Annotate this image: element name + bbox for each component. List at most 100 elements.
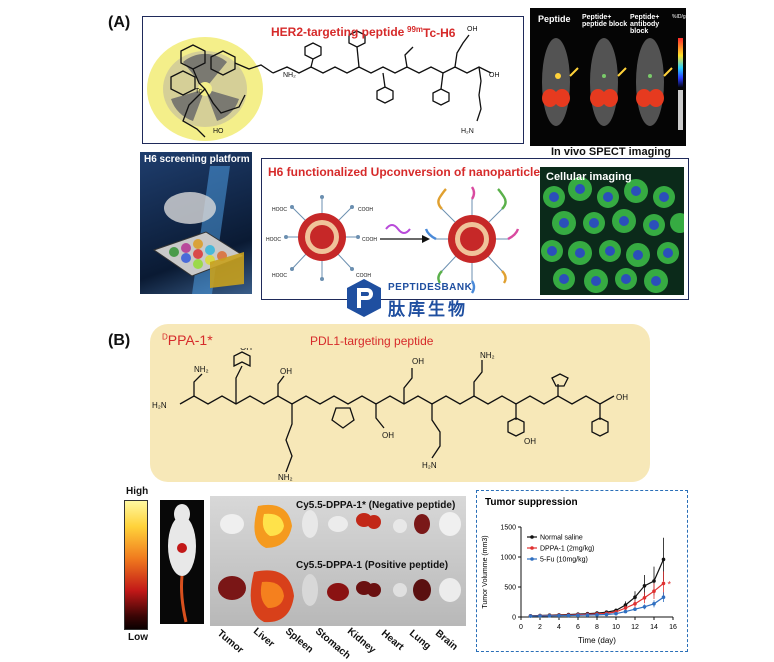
svg-text:NH₂: NH₂	[480, 351, 495, 360]
series-2-point-9	[614, 611, 618, 616]
h6-platform-illustration	[152, 166, 246, 294]
legend-marker-1	[530, 546, 534, 550]
series-2-point-0	[528, 614, 533, 618]
series-2-point-5	[576, 613, 580, 618]
spect-title-1: Peptide	[538, 14, 571, 24]
pdl1-peptide-structure: H₂N NH₂ OH OH NH₂ OH OH H₂N NH₂ OH OH	[152, 348, 628, 482]
series-line-1	[530, 582, 664, 617]
svg-text:OH: OH	[280, 367, 292, 376]
logo-chinese: 肽库生物	[388, 300, 468, 319]
organ-label-lung: Lung	[406, 628, 433, 653]
svg-text:OH: OH	[467, 26, 478, 33]
organ-label-tumor: Tumor	[214, 628, 246, 656]
cellular-title: Cellular imaging	[546, 171, 632, 183]
x-tick-label-4: 8	[595, 624, 599, 631]
colorbar-low: Low	[128, 632, 148, 643]
series-0-point-14	[661, 557, 666, 562]
organ-label-spleen: Spleen	[282, 626, 316, 656]
colorbar-high: High	[126, 486, 149, 497]
svg-text:OH: OH	[240, 348, 252, 352]
x-tick-label-5: 10	[612, 624, 620, 631]
hooc-label-2: HOOC	[266, 237, 281, 243]
ucnp-title: H6 functionalized Upconversion of nanopa…	[268, 165, 547, 179]
neg-peptide-label: Cy5.5-DPPA-1* (Negative peptide)	[296, 500, 456, 511]
series-2-point-11	[633, 607, 637, 611]
series-2-point-3	[557, 613, 561, 618]
legend-marker-0	[530, 535, 534, 539]
h6-platform-title: H6 screening platform	[144, 154, 250, 165]
series-2-point-8	[604, 612, 609, 617]
series-0-point-11	[633, 595, 637, 599]
ucnp-scheme: HOOC COOH HOOC COOH HOOC COOH	[266, 186, 520, 294]
y-tick-label-0: 0	[512, 615, 516, 622]
svg-text:NH₂: NH₂	[283, 72, 296, 79]
hooc-label-3: HOOC	[272, 273, 287, 279]
svg-text:OH: OH	[616, 393, 628, 402]
significance-annotation: *	[668, 579, 672, 589]
dppa1-star-prefix: D	[162, 332, 168, 342]
y-axis-label: Tumor Volumme (mm3)	[482, 535, 489, 608]
pos-peptide-label: Cy5.5-DPPA-1 (Positive peptide)	[296, 560, 449, 571]
svg-text:H₂N: H₂N	[422, 461, 437, 470]
spect-title-3: Peptide+ antibody block	[630, 14, 660, 35]
organ-imaging: Cy5.5-DPPA-1* (Negative peptide) Cy5.5-D…	[210, 496, 466, 626]
x-tick-label-0: 0	[519, 624, 523, 631]
series-2-point-4	[566, 613, 571, 618]
spect-mice	[542, 38, 683, 130]
spect-caption: In vivo SPECT imaging	[551, 146, 671, 158]
svg-text:OH: OH	[412, 357, 424, 366]
y-tick-label-1: 500	[504, 585, 516, 592]
hooc-label-1: HOOC	[272, 207, 287, 213]
organ-label-liver: Liver	[250, 626, 277, 650]
series-1-point-13	[652, 589, 656, 593]
svg-text:H₂N: H₂N	[461, 128, 474, 135]
tc-h6-isotope: 99m	[407, 25, 424, 34]
legend-marker-2	[530, 557, 534, 561]
cooh-label-3: COOH	[356, 273, 371, 279]
chart-title: Tumor suppression	[485, 497, 578, 508]
organ-label-brain: Brain	[432, 628, 460, 653]
x-tick-label-1: 2	[538, 624, 542, 631]
panel-b-label: (B)	[108, 332, 131, 349]
her2-peptide-structure: Tc OH OH H₂N NH₂ HO	[147, 26, 500, 141]
svg-text:Tc: Tc	[195, 88, 203, 95]
cellular-cells	[540, 167, 684, 295]
logo-name: PEPTIDESBANK	[388, 282, 473, 293]
series-2-point-14	[661, 595, 666, 599]
svg-text:NH₂: NH₂	[278, 473, 293, 482]
series-1-point-14	[661, 581, 666, 586]
svg-text:OH: OH	[382, 431, 394, 440]
series-2-point-13	[652, 602, 656, 606]
her2-title: HER2-targeting peptide	[271, 25, 405, 39]
svg-text:HO: HO	[213, 128, 224, 135]
x-tick-label-8: 16	[669, 624, 677, 631]
series-2-point-10	[623, 609, 628, 614]
pdl1-peptide-frame: DPPA-1* PDL1-targeting peptide H₂N NH₂ O…	[150, 324, 650, 482]
series-0-point-12	[642, 584, 647, 588]
y-tick-label-2: 1000	[500, 555, 516, 562]
legend-label-1: DPPA-1 (2mg/kg)	[540, 546, 594, 553]
x-tick-label-2: 4	[557, 624, 561, 631]
series-1-point-10	[623, 606, 628, 610]
series-1-point-11	[633, 602, 637, 606]
dppa1-star-title: DPPA-1*	[162, 332, 213, 348]
x-tick-label-6: 12	[631, 624, 639, 631]
svg-text:NH₂: NH₂	[194, 365, 209, 374]
series-0-point-13	[652, 579, 656, 583]
dppa1-star-name: PPA-1*	[167, 332, 213, 348]
pdl1-target-label: PDL1-targeting peptide	[310, 334, 434, 348]
series-2-point-12	[642, 605, 647, 609]
svg-text:OH: OH	[524, 437, 536, 446]
panel-a-label: (A)	[108, 14, 131, 31]
tc-h6-name: Tc-H6	[423, 26, 456, 40]
h6-platform-image: H6 screening platform	[140, 152, 252, 294]
series-0-point-10	[623, 603, 628, 607]
series-1-point-12	[642, 596, 647, 600]
organ-images	[218, 504, 461, 623]
ucnp-frame: H6 functionalized Upconversion of nanopa…	[261, 158, 689, 300]
legend-label-2: 5-Fu (10mg/kg)	[540, 557, 588, 564]
series-2-point-2	[547, 614, 552, 618]
series-2-point-7	[595, 613, 599, 617]
